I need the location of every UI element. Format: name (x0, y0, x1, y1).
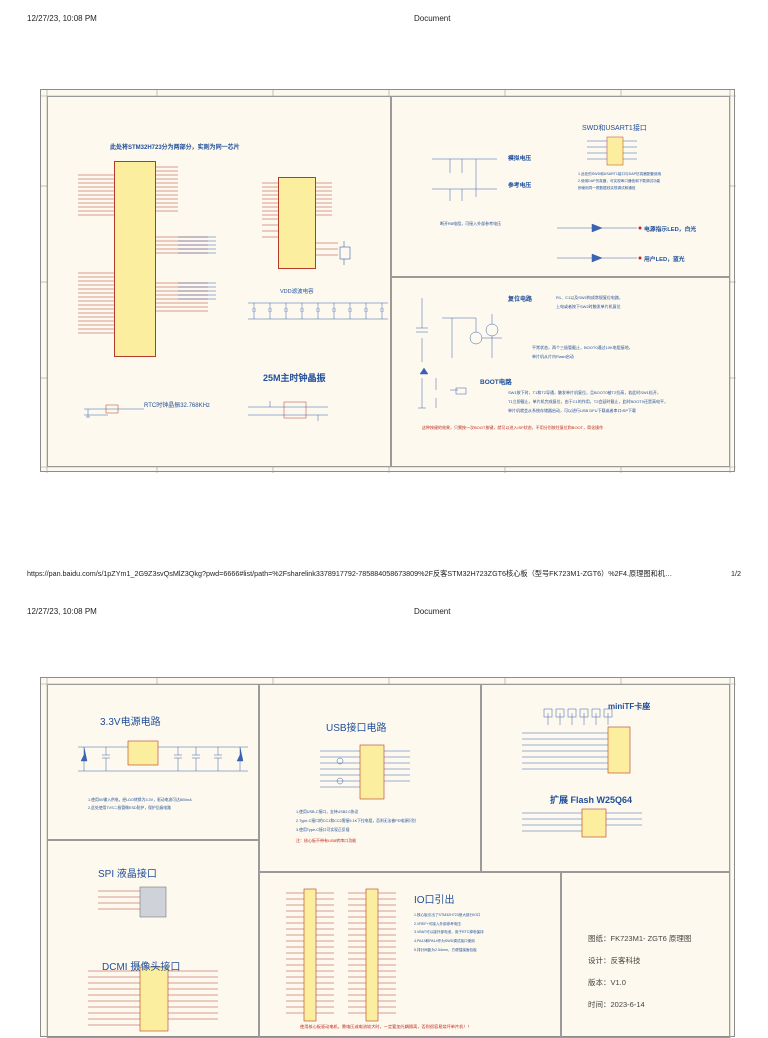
title-block-date: 时间：2023-6-14 (588, 1000, 645, 1009)
tf-card-title: miniTF卡座 (608, 702, 651, 711)
reset-note-3: 平常状态，两个三极管截止，BOOT0通过10K电阻接地， (532, 345, 633, 350)
swd-usart-title: SWD和USART1接口 (582, 125, 647, 132)
spi-lcd-title: SPI 液晶接口 (98, 869, 157, 880)
power-circuit-title: 3.3V电源电路 (100, 717, 161, 728)
power-circuit (78, 740, 248, 772)
print-page-number: 1/2 (731, 569, 741, 578)
user-led-label: 用户LED，蓝光 (644, 257, 685, 263)
schematic-sheet-1: 此处将STM32H723分为两部分，实则为同一芯片 (40, 89, 736, 473)
hse-crystal-title: 25M主时钟晶振 (263, 373, 326, 383)
usb-circuit (320, 744, 410, 800)
io-note-line: 5.排针间距为2.54mm，方便插接面包板 (414, 947, 477, 952)
io-warning: 使用核心板驱动电机，需电压或电流较大时，一定要加光耦隔离，否则很容易烧坏单片机！… (300, 1024, 472, 1029)
io-note-line: 1.核心板引出了STM32H723绝大部分IO口 (414, 913, 481, 917)
swd-connector-circuit (432, 136, 642, 263)
mcu-title: 此处将STM32H723分为两部分，实则为同一芯片 (110, 145, 240, 151)
boot-desc-1: SW1按下时，T1和T2导通，触发单片机复位，且BOOT0被T2拉高，若此时SW… (508, 390, 661, 395)
boot-desc-2: T1立即截止，单片机完成复位，由于C1的作用，T2会延时截止，此时BOOT0还是… (508, 399, 669, 404)
mcu-part-b-symbol (278, 177, 316, 269)
usb-note-4: 注：核心板不带有USB转串口功能 (296, 838, 357, 843)
hse-crystal-circuit (248, 401, 328, 421)
print-timestamp-2: 12/27/23, 10:08 PM (27, 607, 97, 616)
title-block-drawing: 图纸：FK723M1- ZGT6 原理图 (588, 934, 692, 943)
swd-note-line: 即使用同一根数据线实现调试和通信 (578, 185, 636, 190)
print-timestamp: 12/27/23, 10:08 PM (27, 14, 97, 23)
usb-circuit-title: USB接口电路 (326, 723, 387, 734)
print-footer-url: https://pan.baidu.com/s/1pZYm1_2G9Z3svQs… (27, 569, 673, 578)
usb-panel: USB接口电路 1.使用USB-C接口，支持USB2.0协议 2.Type-C接… (259, 684, 481, 872)
power-note-1: 1.使用5V输入供电，经LDO转换为3.3V，驱动电流可达800mA (88, 798, 192, 802)
swd-notes: 1.此处的SWD和USART1接口与DAP仿真器配套使用 2.使用DAP仿真器，… (578, 171, 661, 191)
dcmi-title: DCMI 摄像头接口 (102, 962, 181, 973)
io-notes: 1.核心板引出了STM32H723绝大部分IO口 2.VREF+可接入外部参考电… (414, 911, 484, 954)
schematic-sheet-2: 3.3V电源电路 1.使用5V输入供电，经LDO转换为3.3V，驱动电流可达80… (40, 677, 736, 1038)
vdd-capacitors-title: VDD滤波电容 (280, 289, 314, 295)
boot-warning: 这种按键的效果，只需按一次BOOT按键，就可以进入ISP状态，不用分别按住复位和… (422, 425, 604, 430)
swd-panel: SWD和USART1接口 模拟电压 参考电压 断开R8电阻，可接入外部参考电压 … (391, 96, 730, 277)
title-block-panel: 图纸：FK723M1- ZGT6 原理图 设计：反客科技 版本：V1.0 时间：… (561, 872, 730, 1038)
title-block-version: 版本：V1.0 (588, 978, 626, 987)
analog-voltage-label: 模拟电压 (508, 156, 532, 162)
reset-note-1: R1、C1以及SW2构成常规复位电路， (556, 295, 623, 300)
mcu-part-a-wiring (78, 166, 216, 334)
reset-boot-circuit (416, 298, 502, 409)
io-header-title: IO口引出 (414, 895, 455, 906)
boot-circuit-title: BOOT电路 (480, 379, 512, 386)
power-led-label: 电源指示LED，白光 (644, 227, 697, 233)
ref-voltage-label: 参考电压 (508, 183, 532, 189)
mcu-part-a-symbol (114, 161, 156, 357)
title-block-designer: 设计：反客科技 (588, 956, 641, 965)
reset-note-4: 单片机从片内Flash启动 (532, 354, 574, 359)
tf-card-circuit (522, 708, 642, 838)
mcu-part-b-wiring (262, 182, 351, 265)
swd-note-line: 1.此处的SWD和USART1接口与DAP仿真器配套使用 (578, 172, 662, 176)
vdd-capacitor-bank (248, 302, 388, 320)
rtc-crystal-title: RTC时钟晶振32.768KHz (144, 403, 210, 409)
mcu-panel: 此处将STM32H723分为两部分，实则为同一芯片 (47, 96, 391, 467)
io-panel: IO口引出 1.核心板引出了STM32H723绝大部分IO口 2.VREF+可接… (259, 872, 561, 1038)
flash-title: 扩展 Flash W25Q64 (550, 795, 633, 805)
reset-note-2: 上电或者按下SW2时触发单片机复位 (556, 304, 621, 309)
io-note-line: 4.PA13和PA14作为SWD调试接口使用 (414, 938, 475, 943)
io-header-circuit (286, 888, 396, 1022)
spi-lcd-panel: SPI 液晶接口 DCMI 摄像头接口 (47, 840, 259, 1038)
power-panel: 3.3V电源电路 1.使用5V输入供电，经LDO转换为3.3V，驱动电流可达80… (47, 684, 259, 840)
reset-circuit-title: 复位电路 (508, 297, 533, 303)
power-note-2: 2.此处使用TVS二极管做ESD防护，保护后级电路 (88, 806, 171, 810)
usb-note-3: 3.使用Type-C接口可实现正反插 (296, 828, 350, 832)
tf-flash-panel: miniTF卡座 扩展 Flash W25Q64 (481, 684, 730, 872)
io-note-line: 3.VBAT可以接外部电池，用于RTC掉电保持 (414, 930, 484, 935)
usb-note-2: 2.Type-C接口的CC1和CC2需接5.1K下拉电阻，否则无法被PD电源识别 (296, 819, 416, 823)
io-note-line: 2.VREF+可接入外部参考电压 (414, 921, 462, 926)
usb-note-1: 1.使用USB-C接口，支持USB2.0协议 (296, 810, 359, 814)
reset-boot-panel: 复位电路 R1、C1以及SW2构成常规复位电路， 上电或者按下SW2时触发单片机… (391, 277, 730, 467)
rtc-crystal-circuit (84, 404, 144, 418)
print-doc-title-2: Document (414, 607, 451, 616)
ref-voltage-note: 断开R8电阻，可接入外部参考电压 (440, 221, 502, 226)
boot-desc-3: 单片机就会从系统存储器启动，可以进行USB DFU下载或者串口ISP下载 (508, 408, 637, 413)
print-doc-title: Document (414, 14, 451, 23)
spi-lcd-circuit (88, 886, 218, 1032)
swd-note-line: 2.使用DAP仿真器，可实现串口通信和下载调试功能 (578, 178, 661, 183)
